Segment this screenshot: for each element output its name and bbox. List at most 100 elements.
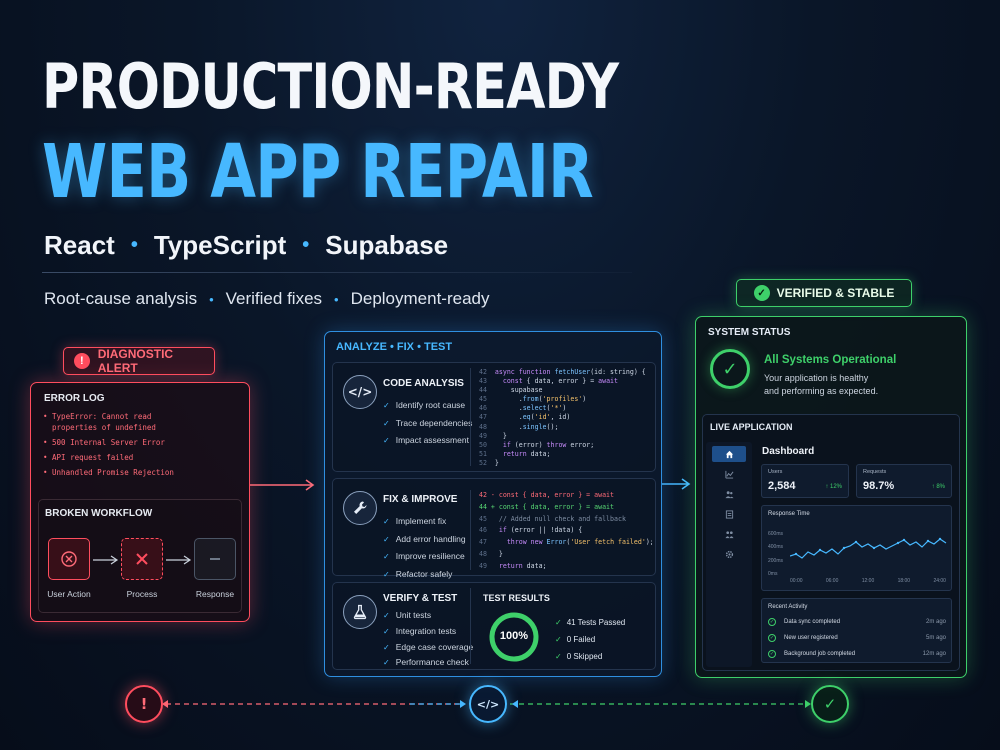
- user-action-label: User Action: [47, 589, 91, 599]
- check-icon: ✓: [555, 652, 562, 661]
- recent-activity-title: Recent Activity: [768, 604, 808, 610]
- tech-separator: •: [302, 234, 310, 256]
- analyze-fix-test-panel: ANALYZE • FIX • TEST </> CODE ANALYSIS I…: [324, 331, 662, 677]
- document-icon[interactable]: [712, 506, 746, 522]
- feature-root-cause: Root-cause analysis: [44, 289, 198, 308]
- check-circle-icon: ✓: [710, 349, 750, 389]
- tech-typescript: TypeScript: [153, 230, 287, 260]
- stat-label: Users: [768, 469, 783, 475]
- check-icon: ✓: [811, 685, 849, 723]
- status-desc-line: and performing as expected.: [764, 386, 879, 396]
- check-icon: ✓: [768, 650, 776, 658]
- error-line: • TypeError: Cannot read: [43, 412, 152, 421]
- y-tick: 200ms: [768, 557, 784, 564]
- list-item: Identify root cause: [383, 397, 472, 415]
- x-icon: [136, 553, 148, 565]
- flow-arrow: [166, 555, 192, 565]
- response-time-chart: Response Time 600ms 400ms 200ms 0ms 00:0…: [761, 505, 952, 591]
- tests-failed: ✓0 Failed: [555, 631, 625, 648]
- response-node: [194, 538, 236, 580]
- code-analysis-card: </> CODE ANALYSIS Identify root cause Tr…: [332, 362, 656, 472]
- diagnostic-panel: ERROR LOG • TypeError: Cannot read prope…: [30, 382, 250, 622]
- tech-react: React: [44, 230, 115, 260]
- list-item: Improve resilience: [383, 548, 466, 566]
- status-desc-line: Your application is healthy: [764, 373, 869, 383]
- tests-passed: ✓ 41 Tests Passed: [555, 614, 625, 631]
- code-snippet-analysis: 42 async function fetchUser(id: string) …: [470, 368, 652, 466]
- check-icon: ✓: [555, 618, 562, 627]
- flow-arrow: [93, 555, 119, 565]
- test-results-title: TEST RESULTS: [483, 593, 550, 603]
- tests-skipped-label: 0 Skipped: [566, 652, 603, 661]
- team-icon[interactable]: [712, 526, 746, 542]
- verify-test-title: VERIFY & TEST: [383, 593, 458, 604]
- arrow-to-status: [662, 478, 691, 490]
- title-line-1: PRODUCTION-READY: [42, 50, 619, 123]
- wrench-icon: [343, 491, 377, 525]
- process-node: [121, 538, 163, 580]
- process-label: Process: [126, 589, 158, 599]
- verify-test-list: Unit tests Integration tests Edge case c…: [383, 608, 474, 671]
- x-tick: 00:00: [790, 578, 803, 584]
- user-action-node: [48, 538, 90, 580]
- feature-list: Root-cause analysis • Verified fixes • D…: [44, 289, 490, 309]
- fix-improve-card: FIX & IMPROVE Implement fix Add error ha…: [332, 478, 656, 579]
- activity-row: ✓ Background job completed 12m ago: [768, 649, 948, 661]
- stat-delta: ↑ 12%: [825, 484, 842, 490]
- list-item: Trace dependencies: [383, 415, 473, 433]
- tech-separator: •: [130, 234, 138, 256]
- cancel-circle-icon: [61, 551, 77, 567]
- activity-text: New user registered: [784, 635, 838, 641]
- x-tick: 24:00: [933, 578, 946, 584]
- y-tick: 600ms: [768, 531, 784, 537]
- minus-icon: [210, 558, 220, 560]
- activity-row: ✓ New user registered 5m ago: [768, 633, 948, 645]
- broken-workflow: BROKEN WORKFLOW User Action Process Resp…: [38, 499, 242, 613]
- check-icon: ✓: [768, 618, 776, 626]
- test-results-list: ✓ 41 Tests Passed ✓0 Failed ✓ 0 Skipped: [555, 614, 625, 665]
- users-icon[interactable]: [712, 486, 746, 502]
- check-icon: ✓: [555, 635, 562, 644]
- flask-icon: [343, 595, 377, 629]
- check-icon: ✓: [753, 285, 770, 301]
- check-icon: ✓: [768, 634, 776, 642]
- gear-icon[interactable]: [712, 546, 746, 562]
- list-item: Edge case coverage: [383, 640, 474, 656]
- divider: [470, 588, 471, 664]
- recent-activity: Recent Activity ✓ Data sync completed 2m…: [761, 598, 952, 663]
- list-item: Performance check: [383, 655, 473, 671]
- code-icon: </>: [343, 375, 377, 409]
- list-item: Implement fix: [383, 513, 466, 531]
- error-log: • TypeError: Cannot read properties of u…: [43, 411, 239, 482]
- timeline-connector: [162, 700, 811, 708]
- home-icon[interactable]: [712, 446, 746, 462]
- broken-workflow-title: BROKEN WORKFLOW: [45, 508, 153, 519]
- verified-stable-label: VERIFIED & STABLE: [776, 286, 895, 300]
- y-ticks: 600ms 400ms 200ms 0ms: [768, 528, 783, 581]
- response-time-line: [790, 537, 947, 559]
- feature-verified: Verified fixes: [225, 289, 323, 308]
- ring-fill: [489, 612, 539, 662]
- activity-row: ✓ Data sync completed 2m ago: [768, 617, 948, 629]
- y-tick: 0ms: [768, 570, 778, 577]
- feature-separator: •: [209, 291, 214, 307]
- x-ticks: 00:00 06:00 12:00 18:00 24:00: [790, 578, 946, 584]
- panel-header: ANALYZE • FIX • TEST: [336, 341, 453, 353]
- tech-supabase: Supabase: [325, 230, 449, 260]
- tests-skipped: ✓ 0 Skipped: [555, 648, 625, 665]
- activity-time: 12m ago: [922, 651, 946, 657]
- list-item: Impact assessment: [383, 432, 472, 450]
- x-tick: 18:00: [897, 578, 911, 584]
- code-icon: </>: [469, 685, 507, 723]
- test-results-ring: [489, 612, 539, 662]
- exclamation-icon: !: [74, 353, 90, 369]
- chart-icon[interactable]: [712, 466, 746, 482]
- tests-passed-label: 41 Tests Passed: [566, 618, 626, 627]
- verify-test-card: VERIFY & TEST Unit tests Integration tes…: [332, 582, 656, 670]
- system-status-panel: SYSTEM STATUS ✓ All Systems Operational …: [695, 316, 967, 678]
- error-line: • 500 Internal Server Error: [43, 438, 165, 447]
- exclamation-icon: !: [125, 685, 163, 723]
- code-analysis-list: Identify root cause Trace dependencies I…: [383, 397, 473, 450]
- stat-requests: Requests 98.7% ↑ 8%: [856, 464, 952, 498]
- activity-time: 5m ago: [925, 635, 946, 641]
